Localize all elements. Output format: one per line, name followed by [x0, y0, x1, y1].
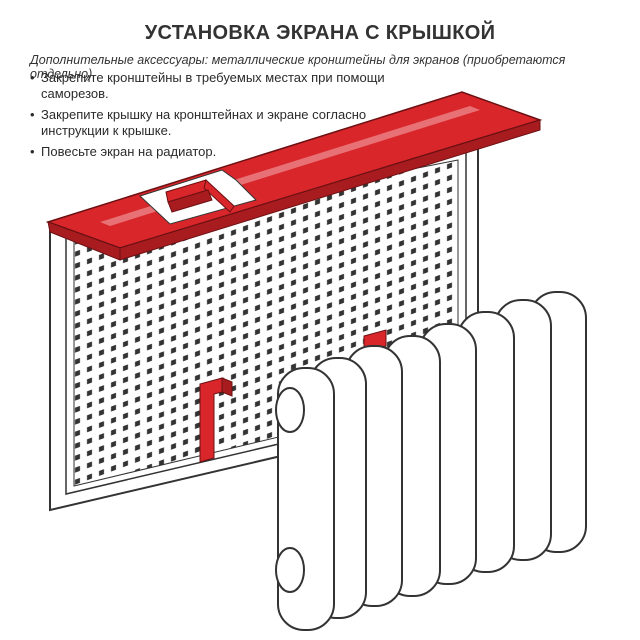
instruction-text: Закрепите крышку на кронштейнах и экране…: [41, 107, 367, 138]
bracket-icon: [199, 377, 233, 463]
bullet-icon: •: [30, 144, 35, 159]
instruction-step: • Закрепите крышку на кронштейнах и экра…: [30, 107, 430, 139]
radiator: [275, 291, 587, 631]
instruction-step: • Повесьте экран на радиатор.: [30, 144, 430, 160]
bracket-icon: [165, 179, 235, 213]
instruction-step: • Закрепите кронштейны в требуемых места…: [30, 70, 430, 102]
bullet-icon: •: [30, 107, 35, 122]
accessories-note: Дополнительные аксессуары: металлические…: [30, 53, 566, 81]
instruction-text: Повесьте экран на радиатор.: [41, 144, 217, 159]
bullet-icon: •: [30, 70, 35, 85]
instruction-text: Закрепите кронштейны в требуемых местах …: [41, 70, 385, 101]
page-title: УСТАНОВКА ЭКРАНА С КРЫШКОЙ: [144, 22, 496, 44]
instruction-list: • Закрепите кронштейны в требуемых места…: [30, 70, 430, 165]
